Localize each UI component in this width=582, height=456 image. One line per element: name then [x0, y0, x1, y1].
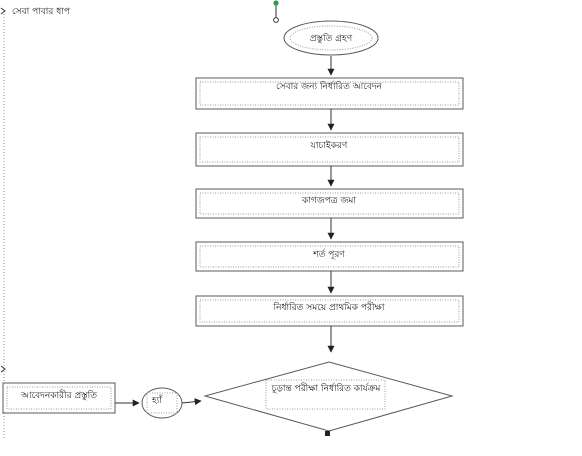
arrow-small-to-decision	[181, 398, 202, 406]
side-small-node[interactable]: হ্যাঁ	[141, 387, 183, 419]
decision-node[interactable]: চূড়ান্ত পরীক্ষা নির্ধারিত কার্যক্রম	[203, 361, 454, 432]
step-3-label: কাগজপত্র জমা	[301, 196, 356, 206]
side-box-label: আবেদনকারীর প্রস্তুতি	[20, 389, 97, 401]
step-4-box[interactable]: শর্ত পূরণ	[195, 241, 464, 272]
step-5-label: নির্ধারিত সময়ে প্রাথমিক পরীক্ষা	[273, 301, 385, 313]
step-5-box[interactable]: নির্ধারিত সময়ে প্রাথমিক পরীক্ষা	[195, 295, 464, 327]
step-1-label: সেবার জন্য নির্ধারিত আবেদন	[276, 81, 383, 92]
step-1-box[interactable]: সেবার জন্য নির্ধারিত আবেদন	[195, 77, 464, 110]
step-2-box[interactable]: যাচাইকরণ	[195, 132, 464, 167]
side-box[interactable]: আবেদনকারীর প্রস্তুতি	[2, 382, 116, 414]
start-node[interactable]: প্রস্তুতি গ্রহণ	[283, 20, 379, 56]
decision-bottom-port-icon	[325, 431, 330, 436]
start-node-label: প্রস্তুতি গ্রহণ	[310, 33, 353, 44]
start-dot-icon	[273, 0, 279, 6]
decision-label: চূড়ান্ত পরীক্ষা নির্ধারিত কার্যক্রম	[271, 382, 382, 394]
step-4-label: শর্ত পূরণ	[312, 249, 345, 260]
start-port-icon	[273, 17, 279, 23]
top-left-label: সেবা পাবার ধাপ	[12, 7, 71, 17]
left-top-marker-icon	[0, 7, 6, 15]
step-2-label: যাচাইকরণ	[310, 140, 348, 151]
step-3-box[interactable]: কাগজপত্র জমা	[195, 188, 464, 219]
side-small-label: হ্যাঁ	[151, 394, 163, 406]
left-mid-marker-icon	[0, 365, 6, 373]
